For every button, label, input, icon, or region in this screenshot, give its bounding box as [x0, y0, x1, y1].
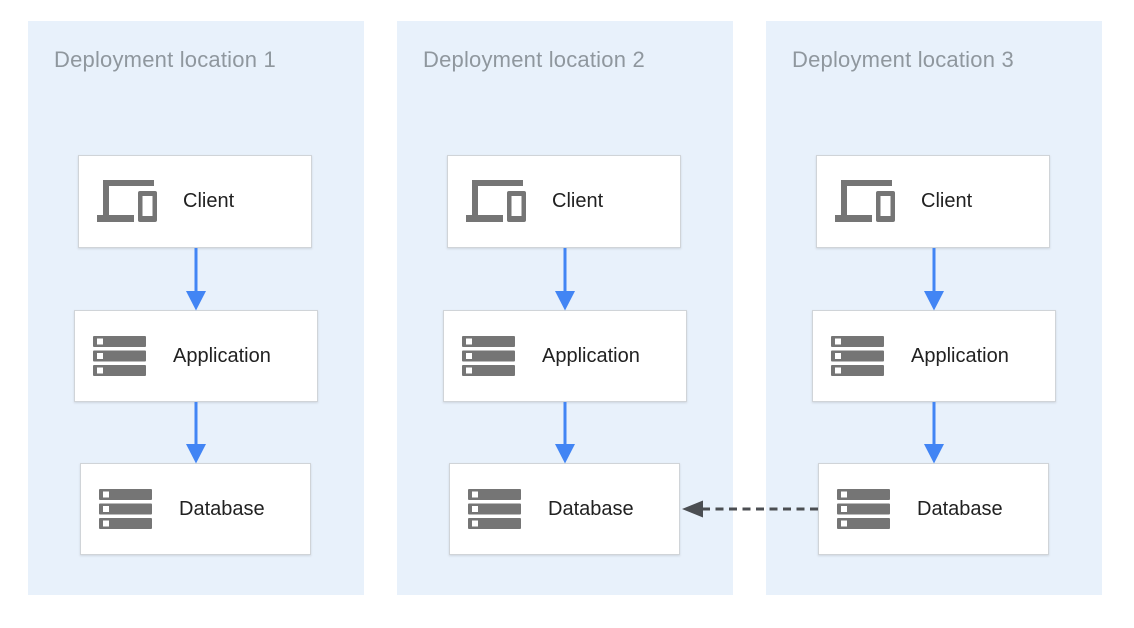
- client-node-1: Client: [78, 155, 312, 248]
- deployment-location-1-title: Deployment location 1: [54, 47, 276, 72]
- application-node-3: Application: [812, 310, 1056, 402]
- server-stack-icon: [468, 489, 522, 529]
- application-node-2: Application: [443, 310, 687, 402]
- database-node-label: Database: [548, 497, 634, 520]
- client-node-label: Client: [552, 190, 604, 212]
- deployment-location-3-panel: Deployment location 3 Client Applica: [766, 21, 1102, 595]
- client-devices-icon: [97, 179, 157, 224]
- application-node-label: Application: [542, 344, 640, 367]
- deployment-location-2-panel: Deployment location 2 Client Applica: [397, 21, 733, 595]
- server-stack-icon: [99, 489, 153, 529]
- deployment-location-1-panel: Deployment location 1 Client Applica: [28, 21, 364, 595]
- client-node-label: Client: [183, 190, 235, 212]
- server-stack-icon: [462, 336, 516, 376]
- client-devices-icon: [466, 179, 526, 224]
- database-node-label: Database: [179, 497, 265, 520]
- server-stack-icon: [93, 336, 147, 376]
- application-node-label: Application: [173, 344, 271, 367]
- database-node-label: Database: [917, 497, 1003, 520]
- client-node-label: Client: [921, 190, 973, 212]
- application-node-1: Application: [74, 310, 318, 402]
- deployment-location-3-title: Deployment location 3: [792, 47, 1014, 72]
- deployment-location-2-title: Deployment location 2: [423, 47, 645, 72]
- client-devices-icon: [835, 179, 895, 224]
- database-node-1: Database: [80, 463, 311, 555]
- client-node-2: Client: [447, 155, 681, 248]
- server-stack-icon: [831, 336, 885, 376]
- application-node-label: Application: [911, 344, 1009, 367]
- database-node-3: Database: [818, 463, 1049, 555]
- database-node-2: Database: [449, 463, 680, 555]
- server-stack-icon: [837, 489, 891, 529]
- client-node-3: Client: [816, 155, 1050, 248]
